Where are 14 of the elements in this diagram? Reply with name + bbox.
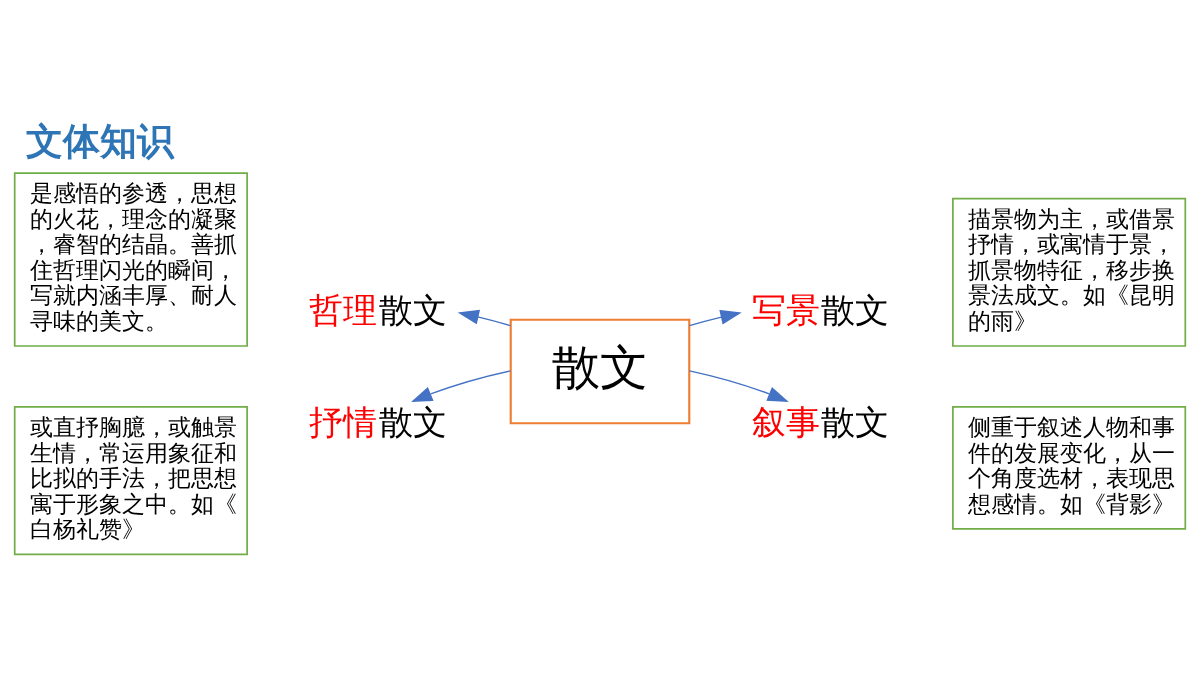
- node-text: 哲理散文: [309, 290, 447, 331]
- arrow: [688, 370, 789, 402]
- node-box: 或直抒胸臆，或触景生情，常运用象征和比拟的手法，把思想寓于形象之中。如《白杨礼赞》: [13, 406, 248, 556]
- arrow: [411, 370, 512, 403]
- node-text: 叙事散文: [751, 402, 890, 443]
- node-text: 写景散文: [751, 290, 890, 331]
- node-box: 描景物为主，或借景抒情，或寓情于景，抓景物特征，移步换景法成文。如《昆明的雨》: [952, 197, 1187, 347]
- node-text: 抒情散文: [309, 402, 447, 443]
- arrow: [688, 309, 742, 327]
- diagram-title: 文体知识: [26, 119, 175, 164]
- node-box: 是感悟的参透，思想的火花，理念的凝聚，睿智的结晶。善抓住哲理闪光的瞬间，写就内涵丰厚、耐人寻味的美文。: [13, 172, 248, 347]
- node-box: 侧重于叙述人物和事件的发展变化，从一个角度选材，表现思想感情。如《背影》: [952, 406, 1187, 530]
- node-box: 散文: [509, 318, 691, 425]
- arrow: [457, 309, 512, 327]
